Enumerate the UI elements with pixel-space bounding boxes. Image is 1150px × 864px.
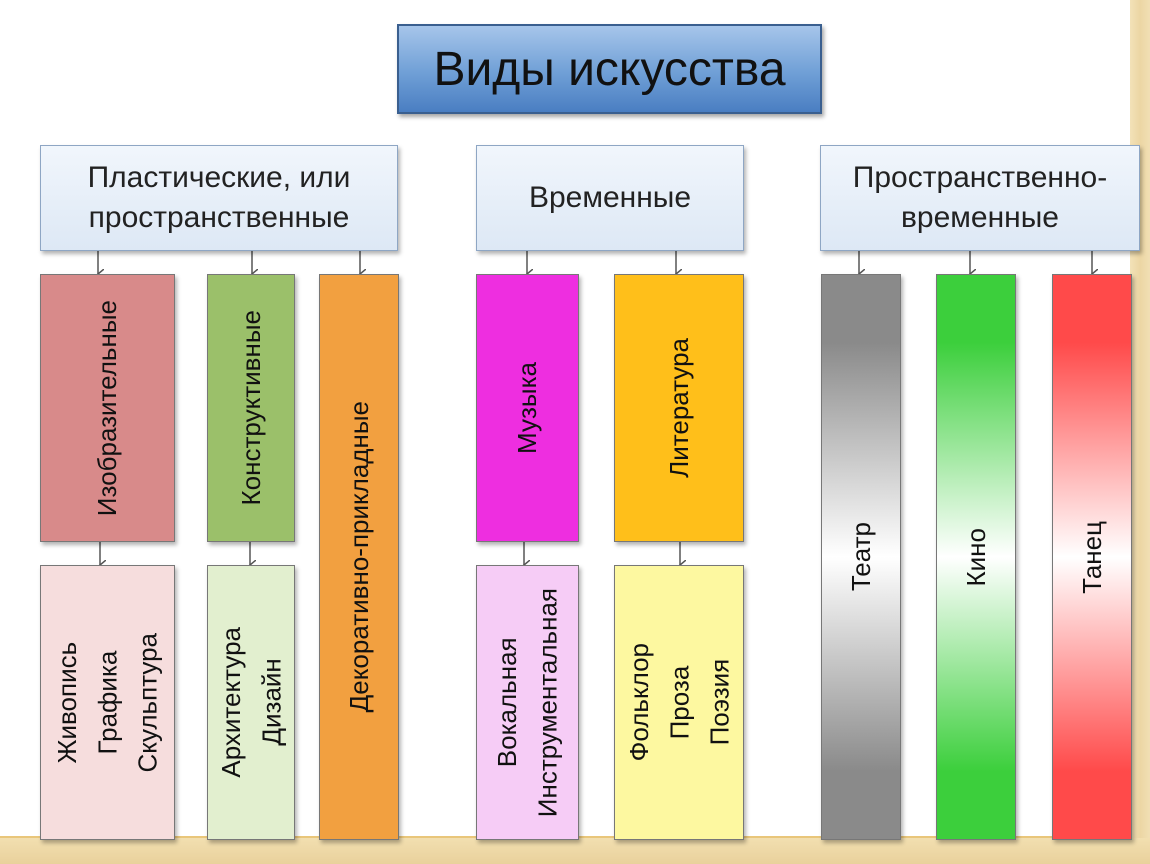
type-dance-label: Танец	[1076, 520, 1107, 594]
type-literature-label: Литература	[663, 338, 694, 478]
subtypes-fine-box: Живопись Графика Скульптура	[40, 565, 175, 840]
subtypes-literature-box: Фольклор Проза Поэзия	[614, 565, 744, 840]
subtypes-constructive-box: Архитектура Дизайн	[207, 565, 295, 840]
type-fine-label: Изобразительные	[92, 299, 123, 517]
type-cinema-box: Кино	[936, 274, 1016, 840]
diagram-title: Виды искусства	[397, 24, 822, 114]
type-cinema-label: Кино	[960, 527, 991, 587]
type-constructive-box: Конструктивные	[207, 274, 295, 542]
type-decorative-box: Декоративно-прикладные	[319, 274, 399, 840]
type-music-label: Музыка	[512, 362, 543, 454]
type-literature-box: Литература	[614, 274, 744, 542]
frame-bottom-edge	[0, 838, 1150, 864]
type-theatre-box: Театр	[821, 274, 901, 840]
type-constructive-label: Конструктивные	[235, 310, 266, 506]
type-decorative-label: Декоративно-прикладные	[343, 401, 374, 713]
subtypes-music-box: Вокальная Инструментальная	[476, 565, 579, 840]
category-plastic: Пластические, или пространственные	[40, 145, 398, 251]
subtypes-fine-label: Живопись Графика Скульптура	[52, 632, 163, 773]
subtypes-music-label: Вокальная Инструментальная	[492, 587, 563, 818]
type-fine-box: Изобразительные	[40, 274, 175, 542]
type-music-box: Музыка	[476, 274, 579, 542]
subtypes-constructive-label: Архитектура Дизайн	[215, 627, 286, 778]
category-temporal: Временные	[476, 145, 744, 251]
category-spatiotemporal: Пространственно- временные	[820, 145, 1140, 251]
subtypes-literature-label: Фольклор Проза Поэзия	[623, 643, 735, 762]
type-dance-box: Танец	[1052, 274, 1132, 840]
type-theatre-label: Театр	[845, 522, 876, 592]
